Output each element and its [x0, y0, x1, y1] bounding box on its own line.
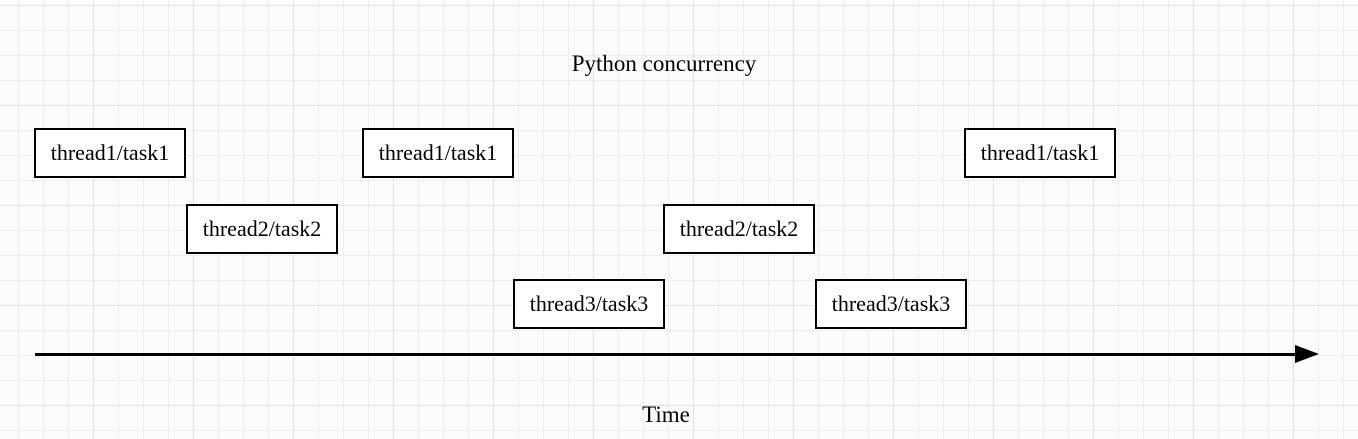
task-box-thread3-task3-1: thread3/task3 — [513, 279, 665, 329]
task-box-label: thread2/task2 — [679, 216, 799, 241]
task-box-thread1-task1-2: thread1/task1 — [362, 128, 514, 178]
task-box-thread1-task1-3: thread1/task1 — [964, 128, 1116, 178]
task-box-thread3-task3-2: thread3/task3 — [815, 279, 967, 329]
task-box-label: thread1/task1 — [50, 140, 170, 165]
task-box-thread2-task2-2: thread2/task2 — [663, 204, 815, 254]
task-box-label: thread1/task1 — [980, 140, 1100, 165]
time-axis-label: Time — [642, 402, 690, 427]
task-box-label: thread1/task1 — [378, 140, 498, 165]
task-box-label: thread2/task2 — [202, 216, 322, 241]
task-box-thread2-task2-1: thread2/task2 — [186, 204, 338, 254]
time-axis-line — [35, 353, 1297, 356]
arrow-right-icon — [1295, 345, 1319, 363]
task-box-label: thread3/task3 — [529, 291, 649, 316]
task-box-label: thread3/task3 — [831, 291, 951, 316]
diagram-title: Python concurrency — [571, 51, 757, 76]
task-box-thread1-task1-1: thread1/task1 — [34, 128, 186, 178]
